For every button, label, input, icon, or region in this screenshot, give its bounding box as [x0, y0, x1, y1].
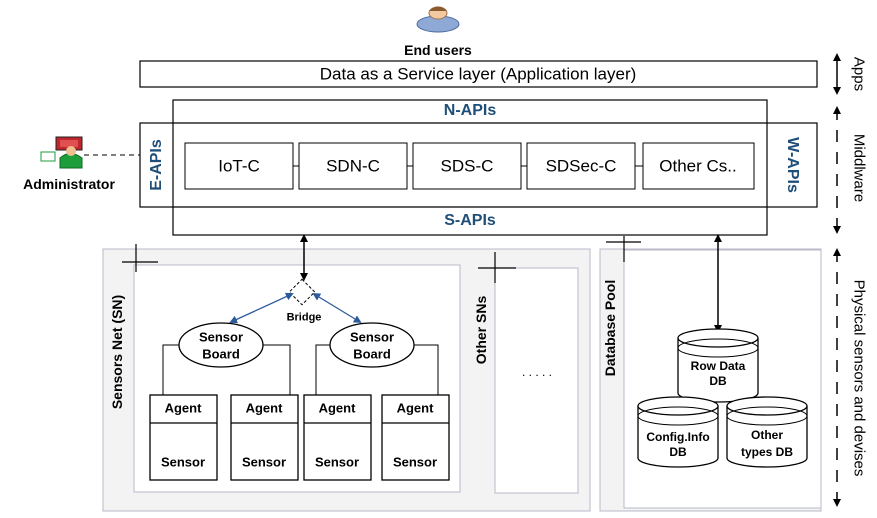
- row-data-db-cylinder: [677, 328, 759, 403]
- south-api-label: S-APIs: [444, 212, 496, 229]
- controller-box-sdsec: [526, 142, 636, 190]
- row-data-db-line2: DB: [709, 374, 727, 388]
- end-users-label: End users: [404, 42, 472, 58]
- sensor-label: Sensor: [314, 454, 360, 470]
- bridge-label: Bridge: [286, 311, 322, 324]
- agent-label: Agent: [318, 400, 356, 416]
- sensor-board-left-line2: Board: [202, 346, 240, 362]
- north-api-label: N-APIs: [443, 102, 497, 119]
- controller-sds-label: SDS-C: [440, 156, 494, 176]
- administrator-label: Administrator: [23, 176, 115, 192]
- controller-box-sdn: [298, 142, 408, 190]
- controller-iot-label: IoT-C: [218, 156, 260, 176]
- sensors-net-label: Sensors Net (SN): [109, 294, 125, 410]
- other-sns-box: [494, 267, 579, 494]
- sensor-label: Sensor: [241, 454, 287, 470]
- agent-label: Agent: [396, 400, 434, 416]
- sensor-board-right-line2: Board: [353, 346, 391, 362]
- end-user-icon: [416, 6, 460, 33]
- config-info-db-line2: DB: [669, 445, 687, 459]
- apps-layer-label: Apps: [850, 56, 868, 92]
- administrator-icon: [40, 136, 83, 169]
- sensor-label: Sensor: [160, 454, 206, 470]
- other-types-db-line2: types DB: [740, 445, 794, 459]
- config-info-db-line1: Config.Info: [646, 430, 710, 444]
- sensor-board-left-line1: Sensor: [198, 329, 244, 345]
- middleware-layer-label: Middlware: [850, 133, 868, 203]
- sensor-label: Sensor: [392, 454, 438, 470]
- agent-label: Agent: [164, 400, 202, 416]
- other-sns-dots: . . . . .: [521, 365, 553, 379]
- config-info-db-cylinder: [637, 396, 719, 468]
- application-layer-box: [139, 60, 818, 88]
- other-types-db-line1: Other: [750, 428, 784, 442]
- controller-box-other: [642, 142, 755, 190]
- west-api-label: W-APIs: [784, 137, 801, 193]
- east-api-label: E-APIs: [148, 139, 165, 191]
- controller-other-label: Other Cs..: [659, 156, 737, 176]
- agent-label: Agent: [245, 400, 283, 416]
- controller-sdn-label: SDN-C: [326, 156, 380, 176]
- physical-layer-label: Physical sensors and devises: [850, 279, 868, 477]
- database-pool-label: Database Pool: [602, 279, 618, 377]
- agent-sensor-stack: [149, 394, 450, 481]
- other-types-db-cylinder: [726, 396, 808, 468]
- application-layer-label: Data as a Service layer (Application lay…: [319, 64, 637, 84]
- other-sns-label: Other SNs: [473, 295, 489, 365]
- bridge-node: [288, 278, 316, 306]
- controller-box-sds: [412, 142, 522, 190]
- sensor-board-right-line1: Sensor: [349, 329, 395, 345]
- controller-sdsec-label: SDSec-C: [545, 156, 617, 176]
- row-data-db-line1: Row Data: [690, 359, 746, 373]
